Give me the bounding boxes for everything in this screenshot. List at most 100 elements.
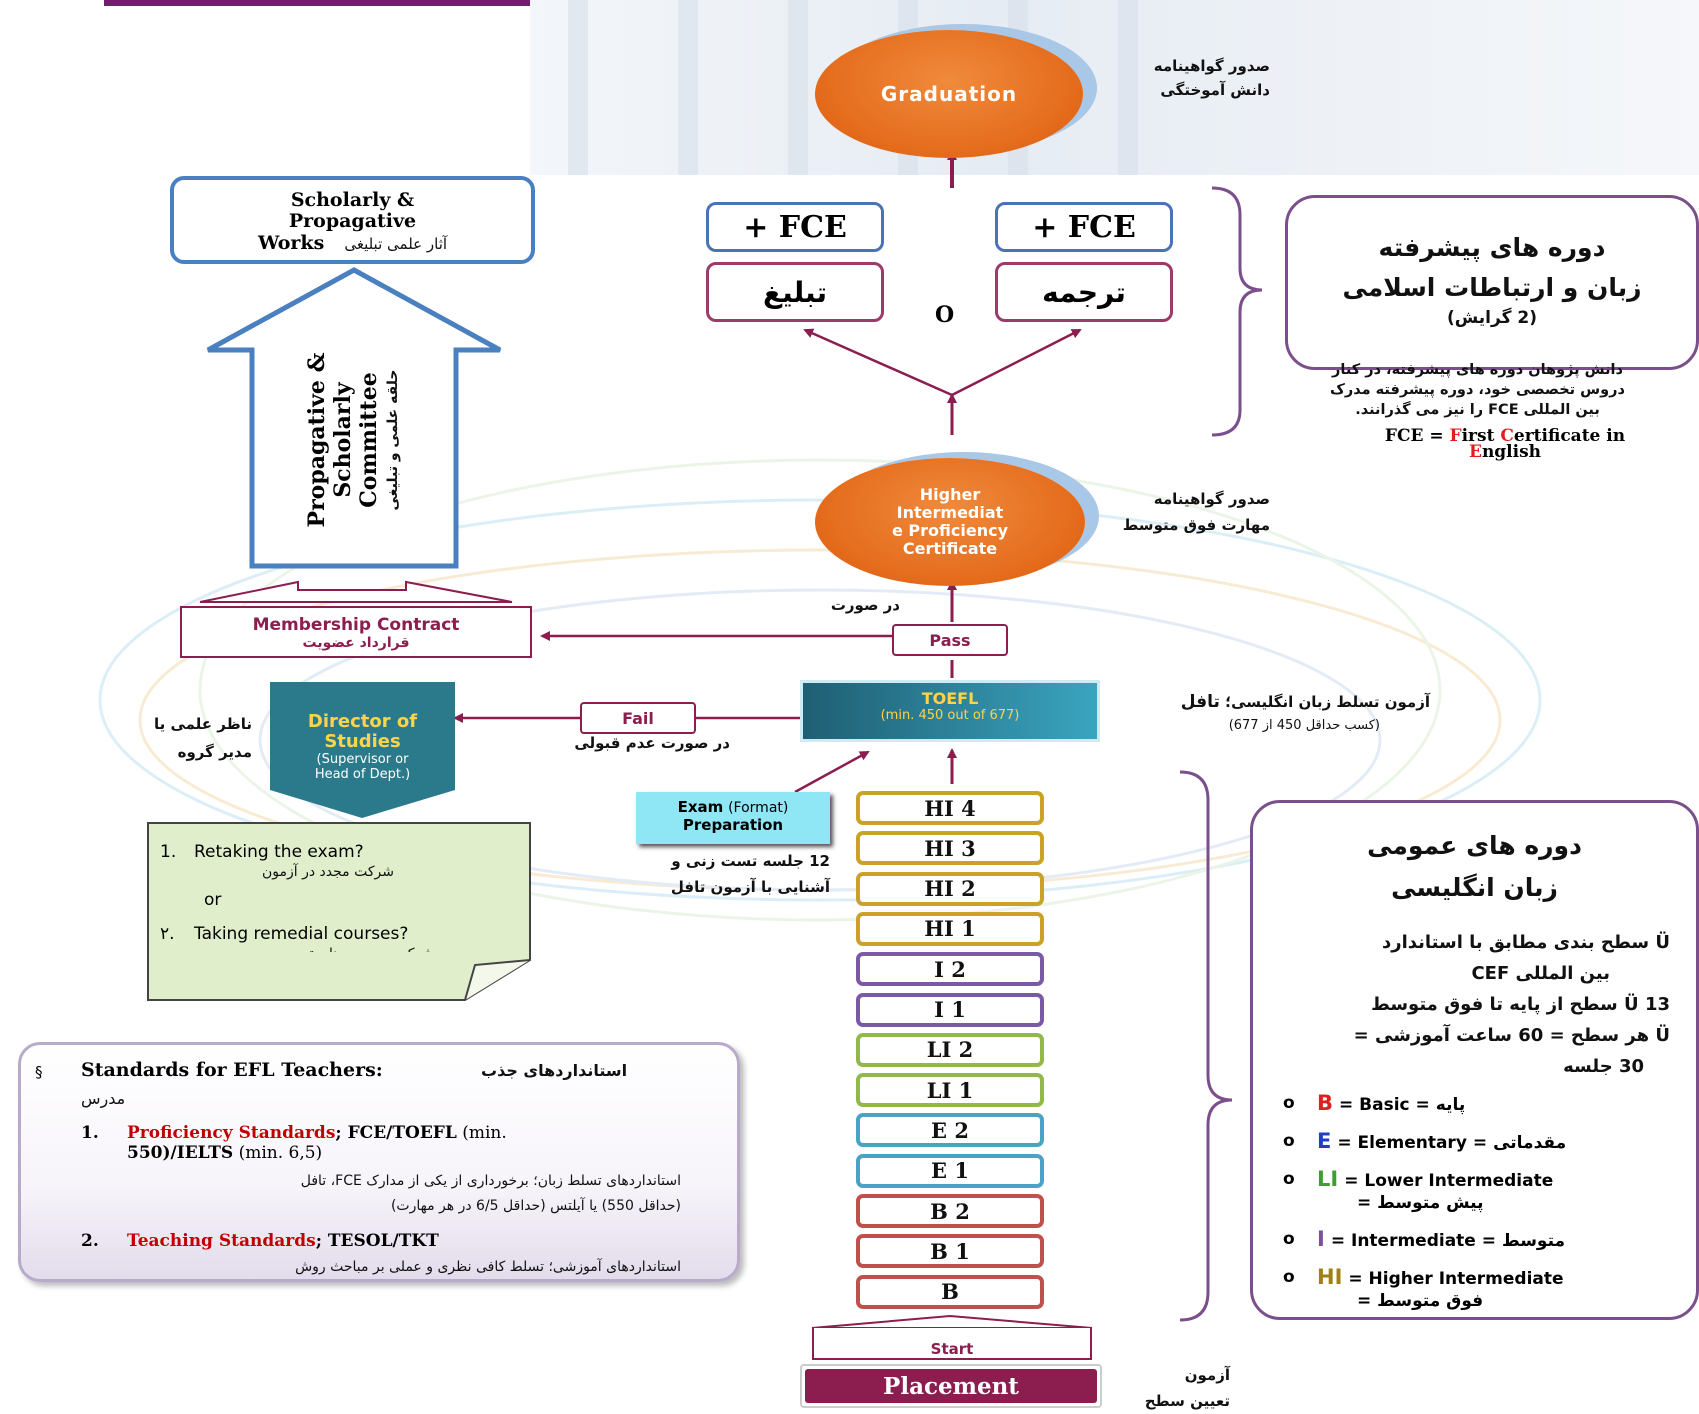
standards-s2-rest: ; TESOL/TKT — [315, 1231, 439, 1251]
level-label: HI 3 — [924, 835, 976, 861]
level-label: E 2 — [931, 1117, 969, 1143]
retake-num1: 1. — [160, 842, 177, 862]
general-bullet3b: 30 جلسه — [1563, 1056, 1644, 1077]
scholarly-line1: Scholarly & — [290, 189, 415, 211]
track-propagation-label: تبلیغ — [763, 275, 827, 309]
higher-intermediate-cert-node: Higher Intermediat e Proficiency Certifi… — [815, 458, 1085, 586]
standards-n2: 2. — [81, 1231, 99, 1251]
retake-item1-fa: شرکت مجدد در آزمون — [262, 864, 394, 880]
legend-bullet: o — [1283, 1229, 1295, 1249]
legend-en: = Lower Intermediate — [1344, 1171, 1554, 1191]
exam-prep-fa-line2: آشنایی با آزمون تافل — [670, 878, 830, 896]
general-courses-box: دوره های عمومی زبان انگلیسی Ü سطح بندی م… — [1250, 800, 1699, 1320]
legend-key: B — [1317, 1091, 1334, 1115]
toefl-sub: (min. 450 out of 677) — [880, 708, 1020, 723]
track-box-propagation: تبلیغ — [706, 262, 884, 322]
placement-fa-line1: آزمون — [1184, 1366, 1230, 1384]
fce-box-right: + FCE — [995, 202, 1173, 252]
general-title1: دوره های عمومی — [1367, 831, 1582, 860]
level-box: E 2 — [856, 1113, 1044, 1148]
higher-cert-line1: Higher — [919, 485, 981, 504]
advanced-courses-box: دوره های پیشرفته زبان و ارتباطات اسلامی … — [1285, 195, 1699, 370]
exam-prep-note: (Format) — [728, 800, 789, 816]
higher-cert-fa-line2: مهارت فوق متوسط — [1122, 516, 1270, 534]
legend-en: = Intermediate = — [1330, 1231, 1496, 1251]
director-line2: Studies — [324, 731, 401, 752]
legend-fa: پایه — [1435, 1095, 1466, 1115]
level-box: E 1 — [856, 1153, 1044, 1188]
standards-bullet: § — [35, 1063, 43, 1081]
general-bullet1: سطح بندی مطابق با استاندارد — [1381, 932, 1650, 953]
advanced-title1: دوره های پیشرفته — [1378, 233, 1606, 262]
fce-def-irst: irst — [1461, 426, 1501, 446]
exam-prep-fa: 12 جلسه تست زنی و آشنایی با آزمون تافل — [620, 848, 830, 900]
pass-box: Pass — [892, 624, 1008, 656]
advanced-desc3: بین المللی FCE را نیز می گذرانند. — [1355, 402, 1600, 418]
graduation-cert-line2: دانش آموختگی — [1160, 81, 1270, 99]
committee-fa: حلقه علمی و تبلیغی — [385, 369, 401, 511]
general-bullet3: هر سطح = 60 ساعت آموزشی = — [1353, 1025, 1650, 1046]
committee-arrow-shape — [206, 267, 502, 569]
director-line1: Director of — [307, 711, 418, 732]
fail-condition: در صورت عدم قبولی — [574, 734, 730, 752]
toefl-title: TOEFL — [921, 689, 979, 708]
membership-contract-box: Membership Contract قرارداد عضویت — [180, 606, 532, 658]
standards-s1-fa2: (حداقل 550) یا آیلتس (حداقل 6/5 در هر مه… — [390, 1198, 681, 1214]
placement-box: Placement — [805, 1369, 1097, 1403]
standards-title: Standards for EFL Teachers: — [81, 1059, 383, 1081]
fce-left-label: + FCE — [743, 209, 847, 245]
standards-s1-fa1: استانداردهای تسلط زبان؛ برخورداری از یکی… — [300, 1173, 681, 1189]
scholarly-works-box: Scholarly & Propagative Works آثار علمی … — [170, 176, 535, 264]
toefl-box: TOEFL (min. 450 out of 677) — [800, 680, 1100, 742]
level-label: I 2 — [934, 956, 966, 982]
track-translation-label: ترجمه — [1042, 275, 1126, 309]
higher-cert-line3: e Proficiency — [891, 521, 1008, 540]
director-fa-line2: مدیر گروه — [177, 743, 252, 761]
exam-prep-fa-line1: 12 جلسه تست زنی و — [671, 852, 830, 870]
general-bullets: Ü سطح بندی مطابق با استاندارد بین المللی… — [1253, 927, 1670, 1082]
start-label: Start — [930, 1340, 974, 1358]
graduation-cert-note: صدور گواهینامه دانش آموختگی — [1120, 54, 1270, 102]
graduation-cert-line1: صدور گواهینامه — [1153, 57, 1270, 75]
director-text: Director of Studies (Supervisor or Head … — [270, 711, 455, 783]
director-line4: Head of Dept.) — [314, 767, 411, 782]
advanced-desc2: دروس تخصصی خود، دوره پیشرفته مدرک — [1330, 382, 1625, 398]
level-label: B 1 — [930, 1238, 970, 1264]
director-shape — [270, 682, 455, 818]
legend-bullet: o — [1283, 1131, 1295, 1151]
legend-fa: متوسط — [1502, 1231, 1566, 1251]
committee-line2: Committee — [356, 372, 382, 508]
placement-label: Placement — [883, 1372, 1019, 1400]
toefl-fa-title: آزمون تسلط زبان انگلیسی؛ تافل — [1110, 692, 1430, 712]
membership-fa: قرارداد عضویت — [302, 635, 410, 651]
legend-en: = Higher Intermediate — [1348, 1269, 1564, 1289]
level-label: LI 1 — [926, 1077, 974, 1103]
toefl-fa-bold: تافل — [1180, 692, 1220, 712]
legend-bullet: o — [1283, 1169, 1295, 1189]
level-label: LI 2 — [926, 1037, 974, 1063]
higher-cert-line4: Certificate — [902, 539, 998, 558]
standards-n1: 1. — [81, 1123, 99, 1143]
standards-s1-line2b: (min. 6,5) — [238, 1143, 323, 1163]
level-box: LI 2 — [856, 1032, 1044, 1067]
standards-s1-red: Proficiency Standards — [127, 1123, 336, 1143]
advanced-sub: (2 گرایش) — [1446, 308, 1537, 328]
committee-line1: Propagative & Scholarly — [304, 352, 356, 528]
level-box: HI 1 — [856, 911, 1044, 946]
fail-label: Fail — [622, 708, 654, 728]
scholarly-fa: آثار علمی تبلیغی — [344, 235, 448, 253]
standards-title-fa2: مدرس — [81, 1089, 126, 1108]
placement-fa: آزمون تعیین سطح — [1110, 1362, 1230, 1414]
exam-prep-box: Exam (Format) Preparation — [636, 792, 830, 844]
standards-s1-line2a: 550)/IELTS — [127, 1143, 234, 1163]
track-box-translation: ترجمه — [995, 262, 1173, 322]
standards-s2-fa: استانداردهای آموزشی؛ تسلط کافی نظری و عم… — [295, 1259, 681, 1275]
fce-def-e: E — [1468, 442, 1482, 462]
retake-num2: ۲. — [160, 924, 175, 944]
scholarly-line2: Propagative — [288, 210, 417, 232]
graduation-label: Graduation — [880, 82, 1018, 106]
